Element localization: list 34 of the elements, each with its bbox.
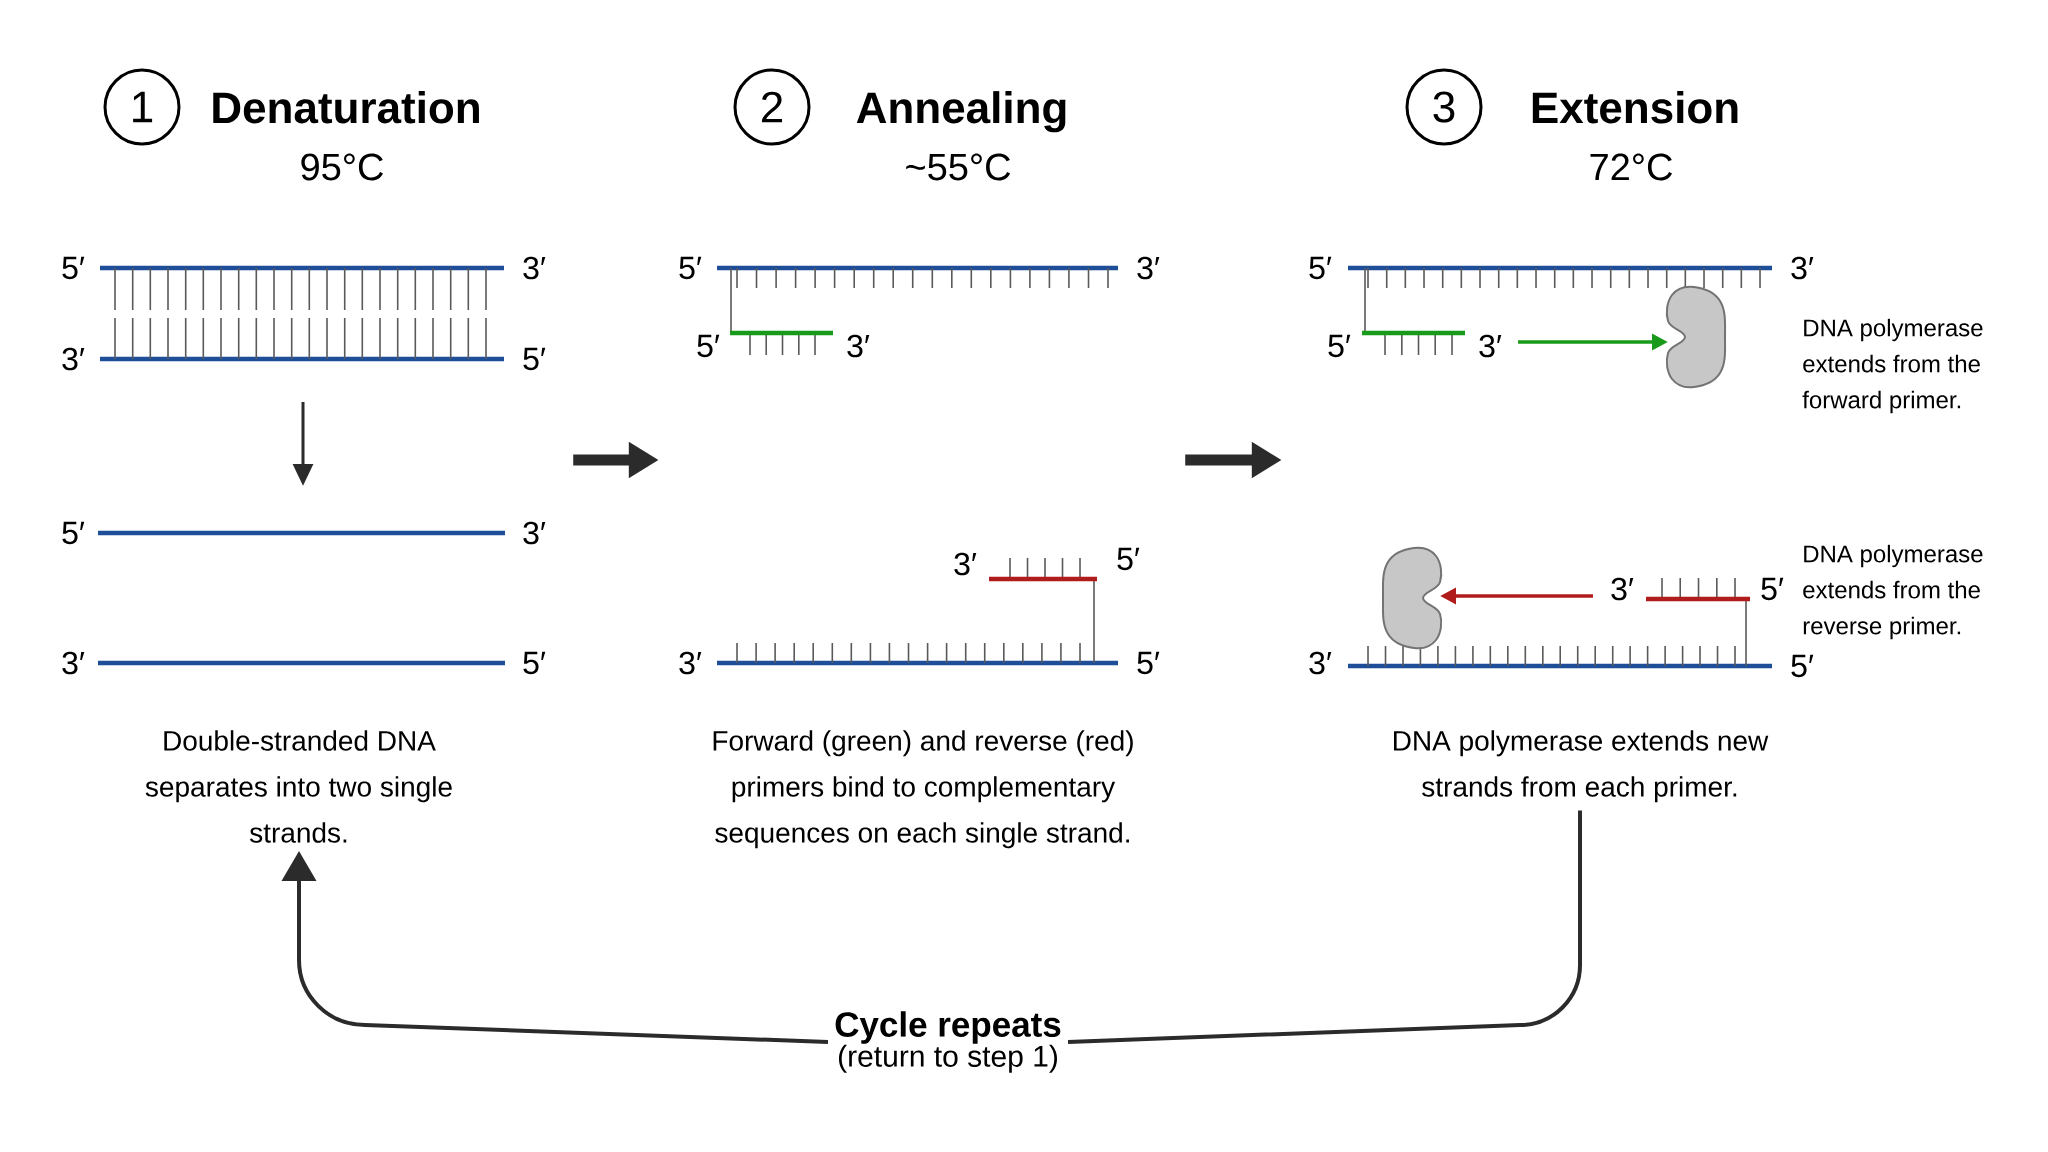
strand-end-label: 5′: [697, 334, 720, 358]
strand-end-label: 3′: [847, 334, 870, 358]
strand-end-label: 5′: [1309, 256, 1332, 280]
caption-text: Forward (green) and reverse (red) primers bind to complementary sequences on each single strand.: [713, 730, 1133, 849]
dna-strands-drawing: [717, 265, 1118, 666]
strand-end-label: 5′: [62, 256, 85, 280]
caption-text: Double-stranded DNA separates into two single strands.: [145, 730, 452, 843]
strand-end-label: 3′: [1479, 334, 1502, 358]
strand-end-label: 5′: [1137, 651, 1160, 675]
temperature-label: 95°C: [301, 153, 383, 181]
note-text: DNA polymerase extends from the forward primer.: [1802, 318, 1983, 414]
caption-text: DNA polymerase extends new strands from each primer.: [1394, 730, 1769, 803]
strand-end-label: 5′: [1117, 547, 1140, 571]
strand-end-label: 3′: [1309, 651, 1332, 675]
cycle-label: Cycle repeats (return to step 1): [835, 1011, 1061, 1073]
strand-end-label: 3′: [62, 651, 85, 675]
dna-strands-drawing: [98, 265, 505, 666]
strand-end-label: 3′: [1791, 256, 1814, 280]
strand-end-label: 3′: [954, 552, 977, 576]
strand-end-label: 5′: [1761, 577, 1784, 601]
strand-end-label: 3′: [1137, 256, 1160, 280]
temperature-label: 72°C: [1590, 153, 1672, 181]
strand-end-label: 5′: [523, 651, 546, 675]
strand-end-label: 5′: [1791, 654, 1814, 678]
strand-end-label: 3′: [679, 651, 702, 675]
strand-end-label: 5′: [679, 256, 702, 280]
step-title: Denaturation: [213, 91, 479, 124]
step-title: Annealing: [856, 91, 1066, 133]
strand-end-label: 3′: [1611, 577, 1634, 601]
step-title: Extension: [1532, 91, 1738, 124]
note-text: DNA polymerase extends from the reverse primer.: [1803, 544, 1983, 640]
strand-end-label: 3′: [523, 256, 546, 280]
strand-end-label: 5′: [1328, 334, 1351, 358]
temperature-label: ~55°C: [906, 153, 1011, 181]
